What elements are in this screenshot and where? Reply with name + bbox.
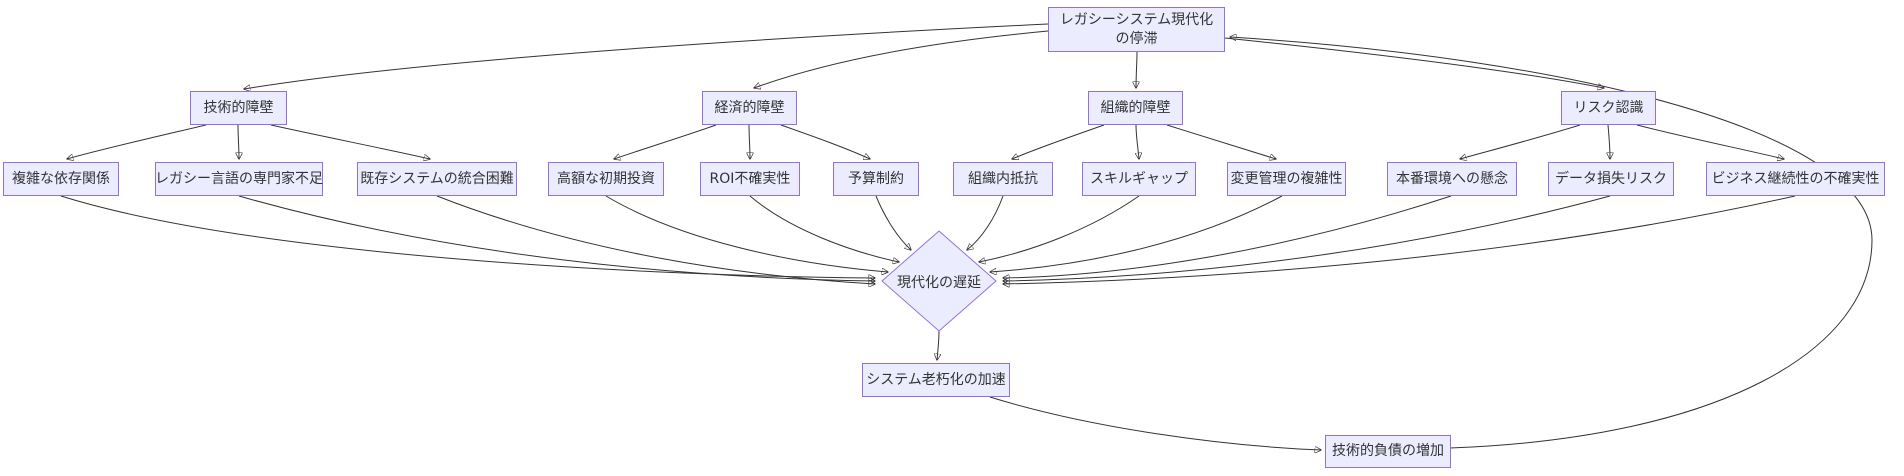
edge-root-technical: [244, 23, 1049, 89]
node-legacy-experts-shortage: レガシー言語の専門家不足: [155, 162, 323, 196]
edge-data-loss-delay: [1003, 195, 1611, 281]
edge-organizational-resistance: [1012, 124, 1105, 159]
edge-dependencies-delay: [60, 195, 875, 278]
edge-change-mgmt-delay: [990, 195, 1283, 272]
edge-risk-continuity: [1636, 124, 1784, 159]
node-integration-difficulty: 既存システムの統合困難: [357, 162, 517, 196]
node-organizational-barriers: 組織的障壁: [1088, 91, 1183, 125]
edge-resistance-delay: [967, 195, 1004, 250]
node-technical-barriers: 技術的障壁: [190, 91, 287, 125]
node-delay-diamond: [881, 230, 997, 332]
node-economic-barriers: 経済的障壁: [702, 91, 797, 125]
edge-risk-data-loss: [1608, 124, 1610, 159]
node-roi-uncertainty: ROI不確実性: [700, 162, 800, 196]
node-budget-constraints: 予算制約: [833, 162, 919, 196]
edge-organizational-skill-gap: [1136, 124, 1139, 159]
edge-technical-experts: [238, 124, 239, 159]
edge-economic-investment: [614, 124, 717, 159]
edge-production-delay: [1003, 195, 1452, 278]
edge-economic-roi: [749, 124, 750, 159]
edge-roi-delay: [749, 195, 899, 262]
edge-continuity-delay: [1003, 195, 1796, 284]
node-change-management-complexity: 変更管理の複雑性: [1227, 162, 1346, 196]
edge-skill-gap-delay: [979, 195, 1140, 262]
edge-debt-root: [1230, 37, 1873, 449]
edge-root-organizational: [1136, 51, 1137, 88]
node-data-loss-risk: データ損失リスク: [1548, 162, 1674, 196]
edge-risk-production: [1460, 124, 1581, 159]
node-internal-resistance: 組織内抵抗: [953, 162, 1053, 196]
node-modernization-delay-label: 現代化の遅延: [897, 275, 981, 291]
node-complex-dependencies: 複雑な依存関係: [3, 162, 119, 196]
edge-aging-debt: [989, 396, 1321, 450]
node-root: レガシーシステム現代化の停滞: [1048, 7, 1225, 52]
node-risk-perception: リスク認識: [1561, 91, 1656, 125]
edge-investment-delay: [605, 195, 888, 272]
edge-root-risk: [1224, 37, 1604, 88]
edge-experts-delay: [238, 195, 875, 281]
edge-economic-budget: [780, 124, 870, 159]
edge-delay-aging: [937, 330, 939, 360]
node-skill-gap: スキルギャップ: [1082, 162, 1196, 196]
node-system-aging-acceleration: システム老朽化の加速: [862, 363, 1010, 397]
node-production-concerns: 本番環境への懸念: [1387, 162, 1517, 196]
edge-technical-dependencies: [67, 124, 207, 159]
edge-technical-integration: [270, 124, 430, 159]
edge-budget-delay: [875, 195, 911, 250]
edge-organizational-change-mgmt: [1166, 124, 1276, 159]
edge-root-economic: [754, 30, 1049, 88]
node-high-initial-investment: 高額な初期投資: [548, 162, 664, 196]
node-business-continuity-uncertainty: ビジネス継続性の不確実性: [1706, 162, 1885, 196]
node-technical-debt-increase: 技術的負債の増加: [1325, 435, 1451, 468]
edge-integration-delay: [436, 195, 875, 284]
